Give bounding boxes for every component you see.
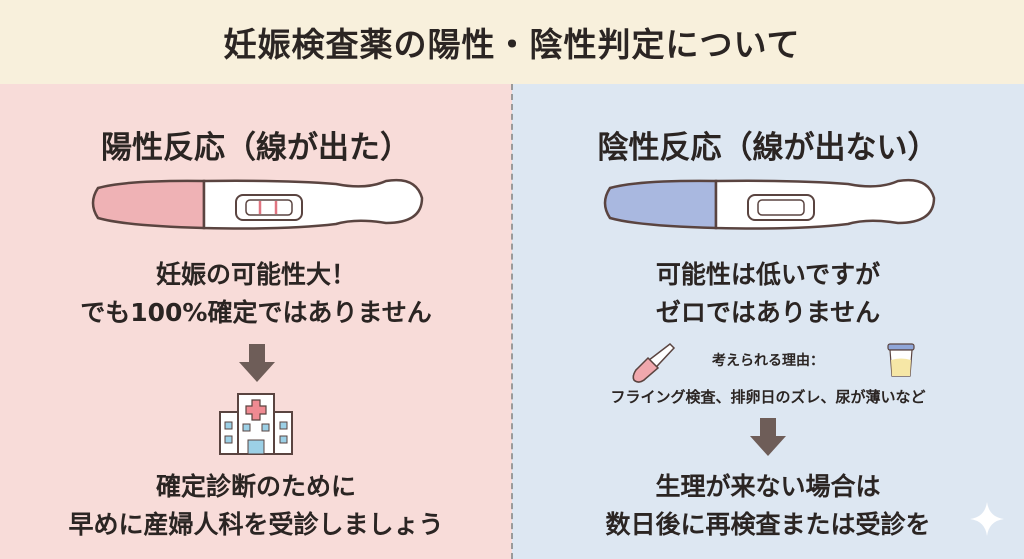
positive-test-stick-icon bbox=[91, 178, 424, 230]
hospital-icon bbox=[219, 393, 293, 455]
arrow-down-icon bbox=[750, 418, 786, 456]
sparkle-icon bbox=[970, 502, 1004, 536]
urine-cup-icon bbox=[887, 343, 915, 377]
negative-line2: ゼロではありません bbox=[655, 298, 881, 327]
small-test-stick-icon bbox=[632, 343, 676, 383]
reasons-text: フライング検査、排卵日のズレ、尿が薄いなど bbox=[610, 388, 926, 406]
positive-bottom2: 早めに産婦人科を受診しましょう bbox=[68, 510, 444, 539]
positive-panel: 陽性反応（線が出た） 妊娠の可能性大！ でも100%確定ではありません 確定診断… bbox=[0, 84, 512, 559]
arrow-down-icon bbox=[239, 344, 275, 382]
positive-bottom1: 確定診断のために bbox=[155, 472, 356, 501]
negative-panel: 陰性反応（線が出ない） 可能性は低いですが ゼロではありません 考えられる理由：… bbox=[512, 84, 1024, 559]
reasons-label: 考えられる理由： bbox=[712, 353, 824, 369]
negative-bottom2: 数日後に再検査または受診を bbox=[605, 510, 931, 539]
negative-bottom1: 生理が来ない場合は bbox=[655, 472, 881, 501]
positive-line2: でも100%確定ではありません bbox=[80, 298, 432, 327]
negative-heading: 陰性反応（線が出ない） bbox=[597, 130, 939, 166]
positive-line1: 妊娠の可能性大！ bbox=[155, 260, 356, 289]
positive-heading: 陽性反応（線が出た） bbox=[101, 130, 411, 166]
page-title: 妊娠検査薬の陽性・陰性判定について bbox=[0, 0, 1024, 84]
negative-line1: 可能性は低いですが bbox=[655, 260, 881, 289]
panel-divider bbox=[511, 84, 513, 559]
negative-test-stick-icon bbox=[603, 178, 936, 230]
